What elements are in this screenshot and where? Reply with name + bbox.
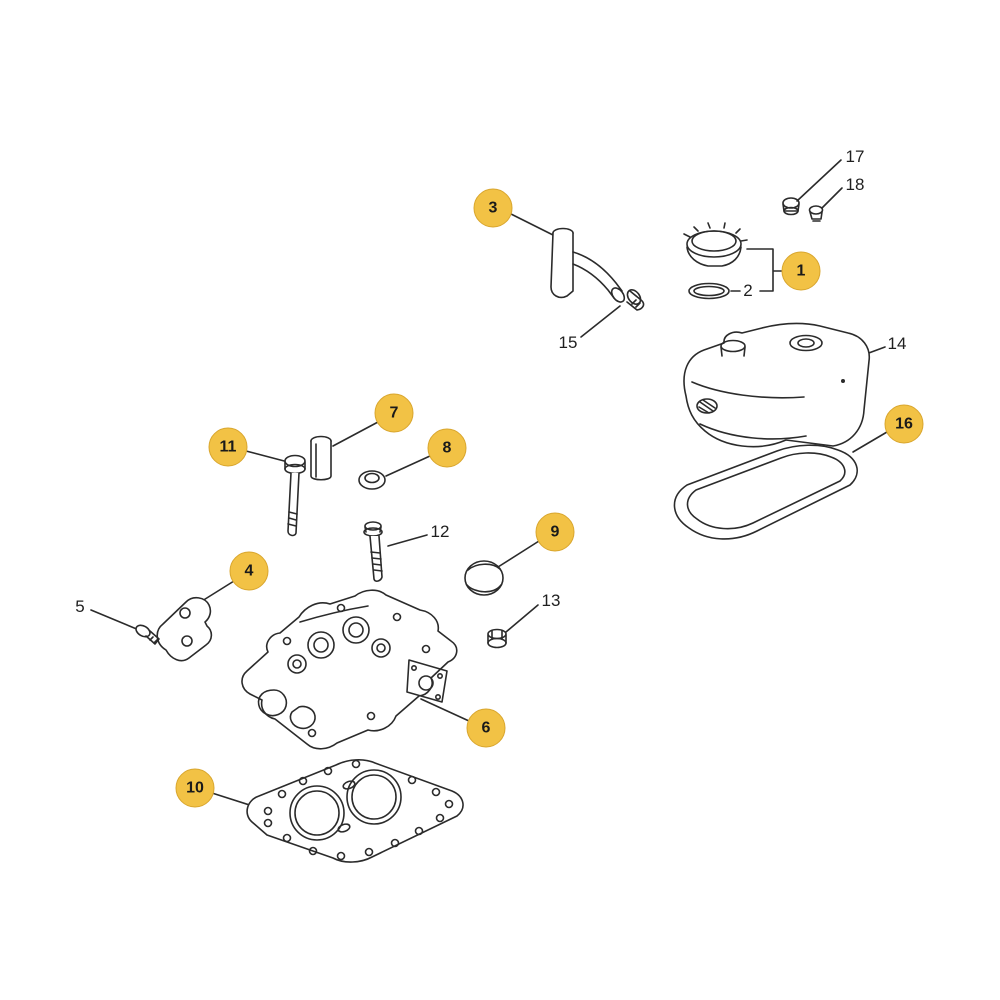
callout-label-2: 2 [743, 281, 753, 300]
leader-lines [90, 159, 888, 809]
valve-cover [683, 322, 871, 448]
cap-screw [808, 205, 824, 222]
callout-label-14: 14 [887, 334, 907, 353]
callout-badge-7[interactable]: 7 [374, 393, 414, 433]
oil-filler-cap [683, 222, 748, 267]
long-bolt [284, 454, 306, 537]
flange-nut [487, 628, 507, 649]
cap-nut [782, 197, 800, 216]
callout-label-13: 13 [541, 591, 561, 610]
rubber-cap [464, 560, 504, 596]
callout-badge-16[interactable]: 16 [884, 404, 924, 444]
callout-label-12: 12 [430, 522, 450, 541]
head-gasket [246, 759, 464, 863]
callout-label-15: 15 [558, 333, 578, 352]
cap-seal-ring [688, 282, 730, 300]
lifting-bracket [156, 596, 213, 662]
callout-badge-9[interactable]: 9 [535, 512, 575, 552]
callout-badge-4[interactable]: 4 [229, 551, 269, 591]
callout-badge-1[interactable]: 1 [781, 251, 821, 291]
callout-label-5: 5 [75, 597, 85, 616]
callout-label-18: 18 [845, 175, 865, 194]
cylinder-head [241, 589, 458, 750]
callout-badge-8[interactable]: 8 [427, 428, 467, 468]
callout-badge-11[interactable]: 11 [208, 427, 248, 467]
valve-cover-gasket [673, 444, 858, 540]
cover-bolt [363, 521, 383, 582]
callout-label-17: 17 [845, 147, 865, 166]
callout-badge-10[interactable]: 10 [175, 768, 215, 808]
callout-badge-6[interactable]: 6 [466, 708, 506, 748]
bracket-bolt [135, 624, 160, 645]
seal-washer [358, 470, 386, 490]
breather-pipe [550, 227, 626, 303]
spacer-tube [310, 435, 332, 481]
pipe-fitting [626, 289, 645, 311]
callout-badge-3[interactable]: 3 [473, 188, 513, 228]
